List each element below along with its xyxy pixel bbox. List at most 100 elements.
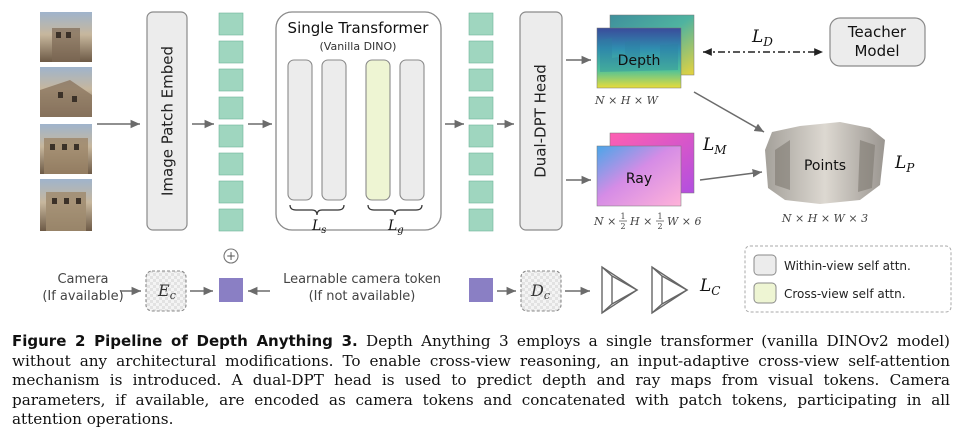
patch-token (218, 180, 244, 204)
frac-den: 2 (620, 222, 625, 231)
transformer-title: Single Transformer (288, 19, 430, 37)
patch-token (468, 152, 494, 176)
input-image (40, 179, 92, 231)
figure-caption: Figure 2 Pipeline of Depth Anything 3. D… (12, 332, 950, 430)
camera-label-line2: (If available) (42, 289, 123, 304)
svg-text:H ×: H × (629, 215, 652, 228)
svg-text:N ×: N × (593, 215, 616, 228)
ray-dims-mid: H × (629, 215, 652, 228)
learnable-token-line2: (If not available) (309, 289, 416, 304)
ls-label: L (311, 218, 321, 234)
legend-cross-label: Cross-view self attn. (784, 287, 906, 301)
caption-lead: Figure 2 Pipeline of Depth Anything 3. (12, 332, 358, 350)
transformer-subtitle: (Vanilla DINO) (320, 40, 397, 53)
patch-token (468, 40, 494, 64)
patch-token (468, 12, 494, 36)
dual-dpt-head-label: Dual-DPT Head (532, 64, 550, 178)
cross-view-block (365, 59, 391, 201)
point-cloud: Points N × H × W × 3 (765, 122, 885, 225)
frac-num: 1 (657, 212, 662, 221)
camera-encoder: Ec (145, 270, 187, 312)
camera-token (219, 278, 243, 302)
patch-token (468, 180, 494, 204)
encoder-symbol: E (157, 281, 170, 300)
lg-subscript: g (397, 225, 403, 236)
svg-text:Ls: Ls (311, 218, 326, 236)
points-dims: N × H × W × 3 (781, 212, 868, 225)
dual-dpt-head-block: Dual-DPT Head (519, 11, 563, 231)
svg-text:W × 6: W × 6 (667, 215, 702, 228)
patch-token (218, 68, 244, 92)
svg-text:Dc: Dc (530, 281, 550, 302)
patch-token (468, 68, 494, 92)
encoder-subscript: c (170, 289, 176, 302)
patch-token (218, 208, 244, 232)
depth-label: Depth (618, 53, 661, 69)
legend: Within-view self attn. Cross-view self a… (744, 245, 952, 313)
loss-c-symbol: L (699, 276, 711, 296)
input-image (40, 124, 92, 174)
ray-map: Ray N × 1 2 H × 1 2 W × 6 (593, 132, 702, 231)
legend-within-label: Within-view self attn. (784, 259, 911, 273)
teacher-label-line2: Model (854, 42, 899, 60)
loss-p-symbol: L (894, 153, 906, 173)
within-view-block (399, 59, 425, 201)
loss-p-subscript: P (905, 161, 915, 175)
points-label: Points (804, 158, 846, 174)
svg-text:LM: LM (702, 135, 727, 157)
output-camera-token (469, 278, 493, 302)
plus-glyph: + (226, 249, 236, 263)
lg-label: L (387, 218, 397, 234)
ls-brace (289, 204, 345, 216)
camera-frustum-icon (651, 265, 689, 315)
lg-brace (367, 204, 423, 216)
svg-text:Ec: Ec (157, 281, 176, 302)
svg-text:LD: LD (751, 27, 773, 49)
input-images (40, 12, 92, 231)
svg-text:Lg: Lg (387, 218, 404, 236)
camera-decoder: Dc (520, 270, 562, 312)
patch-token (468, 96, 494, 120)
loss-d-symbol: L (751, 27, 763, 47)
image-patch-embed-block: Image Patch Embed (146, 11, 188, 231)
patch-token-column-input (218, 12, 244, 232)
svg-text:LC: LC (699, 276, 720, 298)
frac-den: 2 (657, 222, 662, 231)
legend-within-swatch (753, 254, 777, 276)
ray-dims-suffix: W × 6 (667, 215, 702, 228)
arrow-depth-to-points (693, 91, 765, 133)
decoder-subscript: c (544, 289, 550, 302)
loss-c-subscript: C (711, 284, 720, 298)
pipeline-figure: Image Patch Embed Single Transformer (Va… (40, 11, 952, 315)
loss-m-symbol: L (702, 135, 714, 155)
depth-dims: N × H × W (594, 94, 660, 107)
teacher-model-box: Teacher Model (829, 17, 926, 67)
image-patch-embed-label: Image Patch Embed (159, 46, 177, 196)
frac-num: 1 (620, 212, 625, 221)
patch-token (218, 12, 244, 36)
loss-m-subscript: M (713, 143, 727, 157)
patch-token (218, 96, 244, 120)
loss-d-subscript: D (762, 35, 773, 49)
ray-dims-prefix: N × (593, 215, 616, 228)
decoder-symbol: D (530, 281, 544, 300)
ray-label: Ray (626, 171, 652, 187)
arrow-ray-to-points (699, 169, 763, 181)
patch-token (468, 208, 494, 232)
patch-token (218, 152, 244, 176)
svg-text:LP: LP (894, 153, 915, 175)
caption-body: Depth Anything 3 employs a single transf… (12, 332, 950, 428)
camera-frustum-icon (601, 265, 639, 315)
within-view-block (287, 59, 313, 201)
depth-map: Depth N × H × W (594, 14, 695, 107)
ls-subscript: s (321, 225, 326, 236)
input-image (40, 12, 92, 62)
patch-token (218, 124, 244, 148)
camera-label-line1: Camera (57, 272, 108, 287)
input-image (40, 67, 92, 117)
single-transformer-block: Single Transformer (Vanilla DINO) Ls Lg (275, 11, 442, 236)
teacher-label-line1: Teacher (847, 23, 907, 41)
learnable-token-line1: Learnable camera token (283, 272, 441, 287)
patch-token (218, 40, 244, 64)
concat-plus-icon: + (223, 248, 239, 264)
